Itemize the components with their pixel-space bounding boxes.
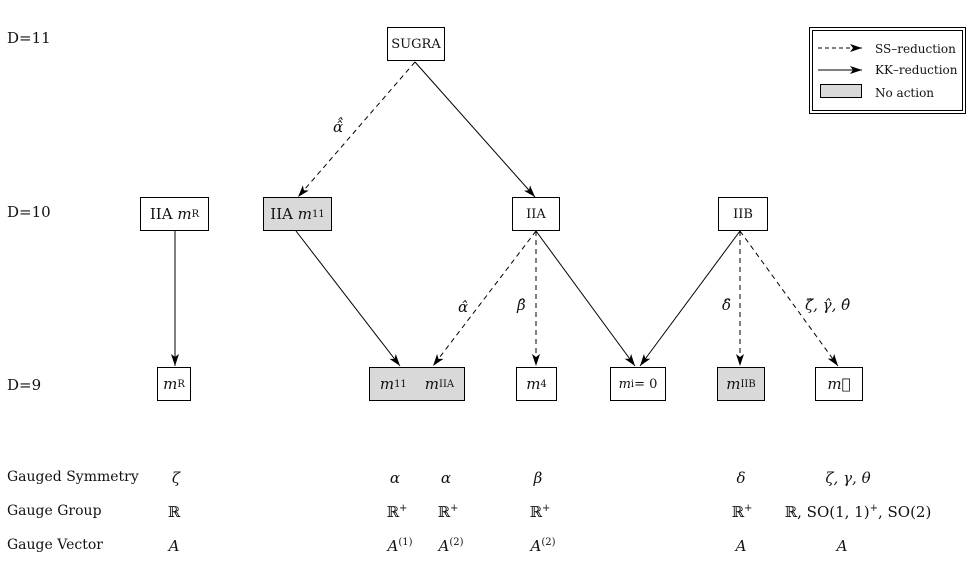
node-math: m	[177, 205, 192, 223]
group-base: ℝ	[529, 503, 543, 521]
symmetry-cell: δ	[736, 469, 746, 487]
symmetry-cell: α	[440, 469, 452, 487]
arrow-sugra-to-iia-m11	[297, 61, 416, 198]
vector-sup: (1)	[398, 537, 413, 548]
symmetry-cell: ζ	[171, 469, 181, 487]
symmetry-cell: β	[533, 469, 543, 487]
node-math: m	[424, 375, 440, 393]
dimension-label-9: D=9	[7, 376, 42, 394]
node-mvec: m⃗	[815, 367, 863, 401]
dimension-label-11: D=11	[7, 29, 51, 47]
edge-label-delta-hat: δ̂	[722, 296, 732, 314]
group-base: ℝ	[731, 503, 745, 521]
vector-cell: A	[735, 537, 747, 555]
node-sub: 11	[394, 378, 407, 390]
node-math: m	[297, 205, 312, 223]
edge-label-alpha-hathat: α̂̂	[333, 118, 344, 136]
group-sup: +	[869, 503, 878, 514]
group-sup: +	[744, 503, 753, 514]
node-math: m	[618, 376, 631, 392]
legend-kk-label: KK–reduction	[875, 63, 958, 77]
legend-no-action-label: No action	[875, 86, 935, 100]
node-math: m	[163, 375, 178, 393]
node-iib: IIB	[718, 197, 768, 231]
group-sup: +	[399, 503, 408, 514]
node-sugra-text: SUGRA	[391, 36, 441, 52]
vector-base: A	[387, 537, 399, 555]
node-sub: IIA	[439, 378, 455, 390]
symmetry-cell: α	[389, 469, 401, 487]
vector-base: A	[530, 537, 542, 555]
group-cell: ℝ	[167, 503, 181, 521]
vector-sup: (2)	[449, 537, 464, 548]
legend: SS–reduction KK–reduction No action	[809, 27, 966, 114]
node-sub: i	[630, 378, 635, 390]
group-cell: ℝ+	[438, 503, 459, 521]
node-text: IIA	[526, 206, 546, 222]
group-sup: +	[542, 503, 551, 514]
group-cell: ℝ+	[530, 503, 551, 521]
vector-sup: (2)	[541, 537, 556, 548]
vector-base: A	[438, 537, 450, 555]
edge-label-zeta-gamma-theta-hat: ζ̂, γ̂, θ̂	[805, 296, 851, 314]
group-base: ℝ	[386, 503, 400, 521]
vector-cell: A	[836, 537, 848, 555]
edge-label-beta-hat: β̂	[517, 296, 526, 314]
node-math: m	[379, 375, 395, 393]
arrow-sugra-to-iia	[414, 61, 536, 198]
group-cell: ℝ+	[732, 503, 753, 521]
group-cell: ℝ, SO(1, 1)+, SO(2)	[785, 503, 932, 521]
arrow-iib-to-mi0	[639, 230, 741, 367]
node-text: IIA	[149, 205, 173, 223]
legend-ss-label: SS–reduction	[875, 42, 956, 56]
node-math: m⃗	[827, 375, 851, 393]
node-sub: 11	[311, 208, 325, 220]
node-sub: R	[191, 208, 200, 220]
vector-cell: A(2)	[530, 537, 555, 555]
node-text: = 0	[634, 376, 658, 392]
arrow-iib-to-mvec	[739, 230, 839, 367]
group-base: ℝ, SO(1, 1)	[784, 503, 870, 521]
node-text: IIB	[733, 206, 753, 222]
node-sub: IIB	[740, 378, 756, 390]
edge-label-alpha-hat: α̂	[458, 298, 469, 316]
group-rest: , SO(2)	[877, 503, 932, 521]
arrow-iia-to-mi0	[535, 230, 636, 367]
vector-cell: A(1)	[387, 537, 412, 555]
arrow-iia-to-miia	[432, 230, 537, 367]
node-math: m	[526, 375, 541, 393]
vector-cell: A	[168, 537, 180, 555]
dimension-label-10: D=10	[7, 203, 51, 221]
row-label-gauged-symmetry: Gauged Symmetry	[7, 469, 139, 485]
node-text: IIA	[270, 205, 293, 223]
vector-cell: A(2)	[438, 537, 463, 555]
group-sup: +	[450, 503, 459, 514]
group-base: ℝ	[437, 503, 451, 521]
row-label-gauge-group: Gauge Group	[7, 503, 102, 519]
node-sub: R	[177, 378, 185, 390]
symmetry-cell: ζ, γ, θ	[825, 469, 871, 487]
node-iia: IIA	[512, 197, 560, 231]
node-sugra: SUGRA	[387, 27, 445, 61]
arrow-iia-m11-to-m11	[295, 230, 401, 367]
group-cell: ℝ+	[387, 503, 408, 521]
node-math: m	[726, 375, 741, 393]
legend-no-action-swatch	[820, 84, 862, 98]
node-sub: 4	[540, 378, 547, 390]
row-label-gauge-vector: Gauge Vector	[7, 537, 103, 553]
